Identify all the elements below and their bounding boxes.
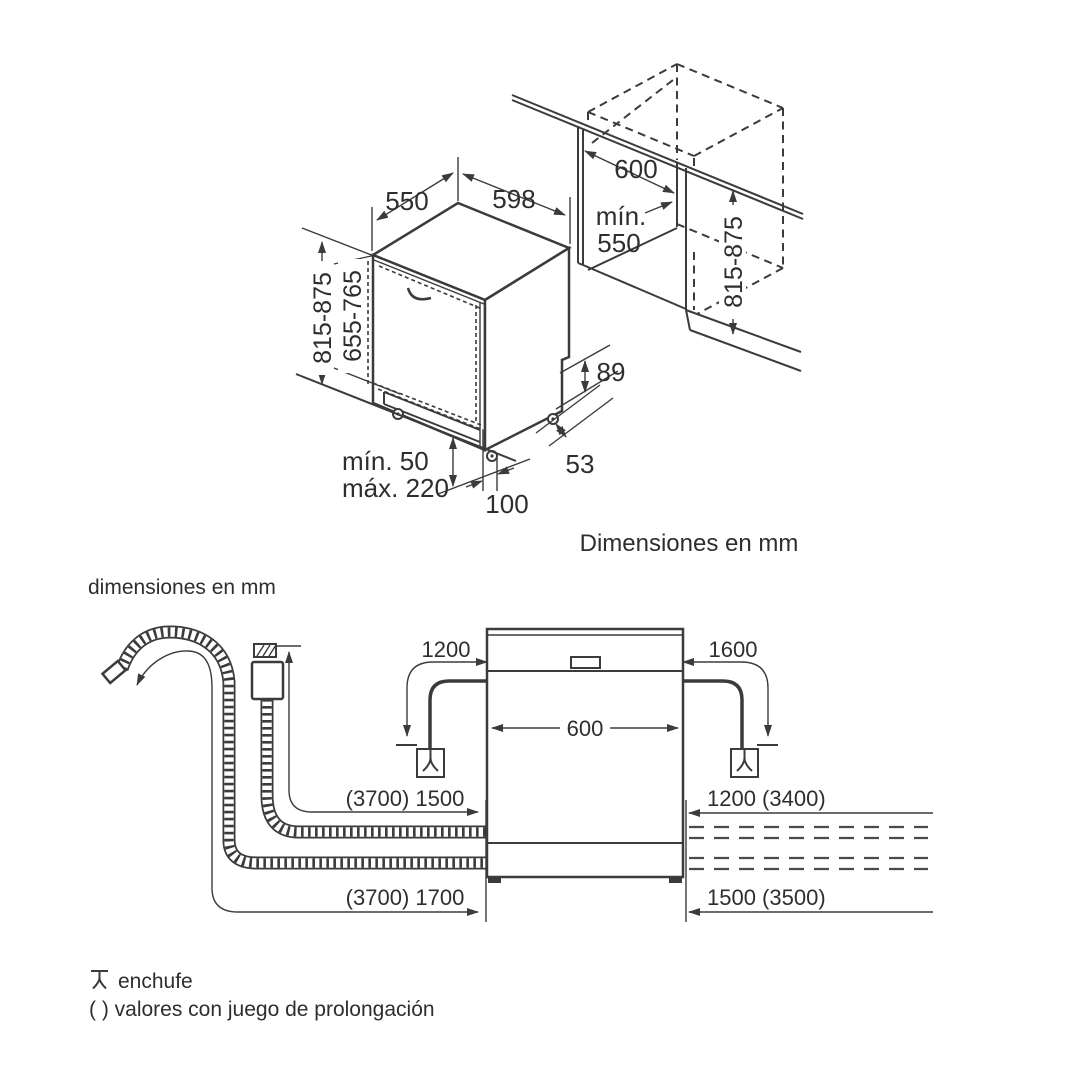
door-handle-icon xyxy=(406,287,432,301)
dim-height-left: 815-875 xyxy=(295,227,517,462)
connections-diagram: dimensiones en mm (3700) 1500 (3700) 17 xyxy=(88,576,933,922)
dim-cord-bottom: 1500 (3500) xyxy=(688,885,933,916)
dim-height-right: 815-875 xyxy=(719,190,748,335)
dim-min550-label: 550 xyxy=(597,228,640,258)
dim-recess-89: 89 xyxy=(555,344,626,410)
dim-89-label: 89 xyxy=(597,357,626,387)
plug-legend-icon xyxy=(91,970,108,990)
hose-extensions-right xyxy=(689,825,928,871)
dim-foot-100: 100 xyxy=(465,430,529,519)
dim-door-height: 655-765 xyxy=(333,254,401,395)
dim-supply-hose: (3700) 1500 xyxy=(277,645,479,816)
dim-53-label: 53 xyxy=(566,449,595,479)
isometric-installation-diagram: 550 598 600 mín. 550 815-875 xyxy=(295,63,804,557)
legend-note: ( ) valores con juego de prolongación xyxy=(89,998,435,1021)
dim-815-875-left-label: 815-875 xyxy=(309,272,337,364)
aquastop-valve xyxy=(250,643,285,701)
dim-600-label: 600 xyxy=(614,154,657,184)
dim-3700-1700-label: (3700) 1700 xyxy=(346,885,465,910)
dim-width-598: 598 xyxy=(462,173,571,244)
bottom-caption: dimensiones en mm xyxy=(88,576,276,599)
dim-655-765-label: 655-765 xyxy=(339,270,367,362)
dishwasher-right-face xyxy=(483,245,571,453)
foot-left xyxy=(488,877,501,883)
drain-hose-end-fitting xyxy=(100,659,128,685)
power-cord-right xyxy=(683,679,759,778)
dim-depth-550: 550 xyxy=(371,157,459,251)
legend-plug-label: enchufe xyxy=(118,970,193,993)
dim-drain-hose: (3700) 1700 xyxy=(136,650,479,916)
dim-598-label: 598 xyxy=(492,184,535,214)
dim-left-clearance: 1200 xyxy=(396,637,488,746)
dim-1200-label: 1200 xyxy=(422,637,471,662)
dim-100-label: 100 xyxy=(485,489,528,519)
dim-max220-label: máx. 220 xyxy=(342,473,449,503)
dim-width-600-label: 600 xyxy=(567,716,604,741)
dim-min-label: mín. xyxy=(596,201,647,231)
dishwasher-front-view: 600 xyxy=(485,627,685,883)
dim-niche-600: 600 xyxy=(584,150,675,194)
dim-815-875-right-label: 815-875 xyxy=(720,216,748,308)
dim-min50-label: mín. 50 xyxy=(342,446,429,476)
legend: enchufe ( ) valores con juego de prolong… xyxy=(89,970,435,1021)
foot-right xyxy=(669,877,682,883)
dim-rear-53: 53 xyxy=(535,384,614,479)
dishwasher-isometric xyxy=(367,201,572,462)
power-cord-left xyxy=(416,679,487,778)
dim-right-clearance: 1600 xyxy=(682,637,778,746)
top-caption: Dimensiones en mm xyxy=(580,530,799,557)
dim-3700-1500-label: (3700) 1500 xyxy=(346,786,465,811)
dim-550-label: 550 xyxy=(385,186,428,216)
dim-niche-depth: mín. 550 xyxy=(596,201,673,258)
dim-cord-top: 1200 (3400) xyxy=(688,786,933,817)
control-panel-handle xyxy=(570,656,601,669)
dim-plinth-range: mín. 50 máx. 220 xyxy=(342,437,531,503)
dim-1600-label: 1600 xyxy=(709,637,758,662)
cabinet-side-walls xyxy=(577,126,802,372)
dim-1500-3500-label: 1500 (3500) xyxy=(707,885,826,910)
dim-1200-3400-label: 1200 (3400) xyxy=(707,786,826,811)
